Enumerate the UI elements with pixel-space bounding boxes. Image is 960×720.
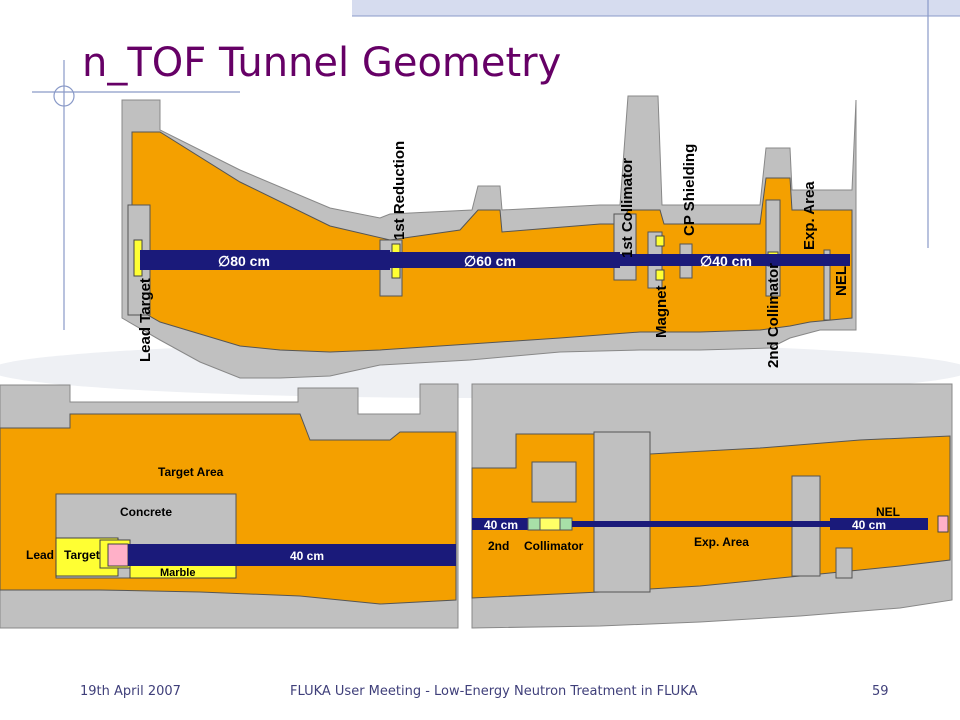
- concrete-label: Concrete: [120, 505, 172, 519]
- collimator-2nd-segment-2: [539, 517, 561, 531]
- magnet-yellow-2: [655, 269, 665, 281]
- exp-wall-block-1: [593, 431, 651, 593]
- exp-wall-block-2: [531, 461, 577, 503]
- exp-beam-pipe-mid: [572, 521, 830, 527]
- diameter-40-label: ∅40 cm: [700, 253, 752, 269]
- collimator-2nd-segment-1: [527, 517, 541, 531]
- beam-pipe-80: [140, 250, 390, 270]
- nel-end-block: [937, 515, 949, 533]
- exp-left-diameter-label: 40 cm: [484, 518, 518, 532]
- lead-target-label: Lead Target: [137, 278, 154, 362]
- nel-bottom-label: NEL: [876, 505, 900, 519]
- bottom-left-beam-pipe: [128, 544, 456, 566]
- beam-pipe-40: [620, 254, 850, 266]
- exp-beam-pipe-right: [830, 518, 928, 530]
- diameter-80-label: ∅80 cm: [218, 253, 270, 269]
- second-label: 2nd: [488, 539, 509, 553]
- exp-right-diameter-label: 40 cm: [852, 518, 886, 532]
- beam-pipe-60: [390, 252, 620, 268]
- cp-shielding-label: CP Shielding: [681, 144, 698, 236]
- exp-beam-pipe-left: [472, 518, 536, 530]
- reduction-label: 1st Reduction: [391, 141, 408, 240]
- magnet-label: Magnet: [653, 285, 670, 338]
- accent-circle: [53, 85, 75, 107]
- diameter-60-label: ∅60 cm: [464, 253, 516, 269]
- footer-date: 19th April 2007: [80, 684, 181, 699]
- exp-area-label: Exp. Area: [801, 181, 818, 250]
- page-title: n_TOF Tunnel Geometry: [82, 40, 562, 86]
- corner-pattern: [352, 0, 960, 16]
- collimator-2nd-segment-3: [559, 517, 573, 531]
- marble-label: Marble: [160, 567, 195, 579]
- collimator2-label: 2nd Collimator: [765, 263, 782, 368]
- collimator1-label: 1st Collimator: [619, 158, 636, 258]
- exp-wall-block-4: [835, 547, 853, 579]
- magnet-yellow-1: [655, 235, 665, 247]
- tunnel-interior: [131, 131, 853, 353]
- collimator2-block: [765, 199, 781, 297]
- footer-page-number: 59: [872, 684, 889, 699]
- nel-label: NEL: [833, 266, 850, 296]
- footer-title: FLUKA User Meeting - Low-Energy Neutron …: [290, 684, 698, 699]
- target-label: Target: [64, 548, 100, 562]
- exp-area-bottom-label: Exp. Area: [694, 535, 749, 549]
- collimator-label: Collimator: [524, 539, 584, 553]
- bottom-left-diameter-label: 40 cm: [290, 549, 324, 563]
- exp-wall: [823, 249, 831, 321]
- lead-label: Lead: [26, 548, 54, 562]
- target-area-label: Target Area: [158, 465, 224, 479]
